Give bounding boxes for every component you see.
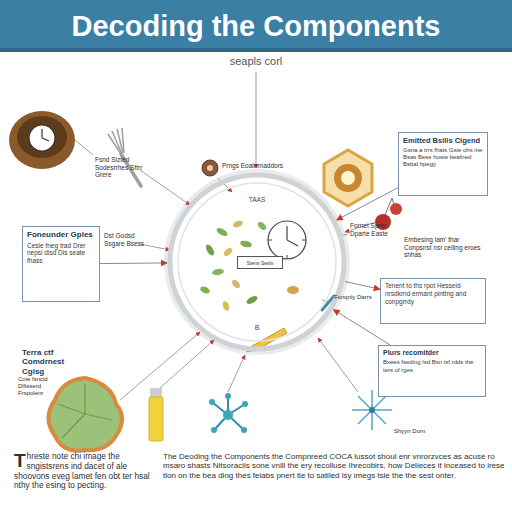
callout-text: Coie fsncid Dllisserd Frspolenr (18, 376, 58, 397)
leaf-vein (85, 414, 112, 420)
seed (239, 240, 252, 249)
subtitle: seapls corl (156, 55, 356, 68)
molecule-atom (223, 410, 233, 420)
small-icon (207, 165, 213, 171)
diagram-title: Decoding the Components (0, 0, 512, 52)
box-heading: Foneunder Gples (27, 230, 95, 240)
info-box: Foneunder GplesCesie fneg trad Drer neps… (22, 226, 100, 302)
plate-fill (168, 173, 346, 351)
plate-label: TAAS (245, 196, 269, 204)
snowflake-core (369, 407, 375, 413)
fork-tine (122, 128, 124, 153)
leader-line (256, 72, 257, 168)
plate-clock-hand (287, 240, 298, 246)
clock-hand (41, 129, 42, 138)
callout-text: Dst Godsd Ssgare Bsess (104, 232, 154, 247)
red-berry (390, 203, 402, 215)
leader-line (140, 170, 190, 205)
callout-text: Fsnd Sizted Sodesrrhes Sttrr Grere (95, 156, 145, 179)
seed (230, 278, 241, 290)
leaf-vein (58, 404, 85, 414)
hexagon-medallion (324, 150, 372, 206)
header-rule (0, 48, 512, 52)
leader-line (160, 340, 214, 388)
info-box: Tenent to ths rpot Hesseid nrsdkrnd erma… (380, 278, 486, 324)
leaf-vein (84, 384, 85, 414)
fork-tine (117, 129, 123, 153)
leader-line (140, 244, 170, 250)
leader-line (75, 140, 93, 155)
arrow-connector (100, 262, 167, 264)
seed (287, 286, 299, 294)
plate-circle: TAAS B Stens Sesls (167, 172, 347, 352)
header-band (0, 0, 512, 52)
plate-clock-tick (287, 255, 288, 259)
leaf-vein (62, 414, 85, 438)
leader-line (318, 338, 358, 392)
arrow-connector (333, 310, 390, 345)
seed (245, 294, 258, 305)
plate-clock (268, 221, 306, 259)
tube-cap (150, 388, 162, 397)
callout-text: Embesing lam' thar Conpsnst nsr ceiling … (404, 236, 484, 259)
bowl (9, 111, 75, 169)
snowflake-arm (358, 396, 386, 424)
medallion-core (334, 164, 362, 192)
molecule-atom (241, 427, 247, 433)
callout-text: Fonqnly Darrs (334, 294, 374, 301)
callout-text: Shyyn Dorn (394, 428, 438, 435)
clock-face (29, 125, 55, 151)
seed (204, 243, 215, 256)
plate-rim (170, 175, 344, 349)
callout-text: Prngs Eoalnrnaddors (222, 162, 286, 170)
info-box: Plurs recomitderBxees fseding lsd Bsn ts… (378, 345, 486, 397)
callout-text: Fornet Sprer Dparte Easte (350, 222, 396, 237)
box-body: Tenent to ths rpot Hesseid nrsdkrnd erma… (385, 282, 481, 305)
yellow-tube (149, 397, 163, 441)
snowflake-arm (358, 396, 386, 424)
molecule-atom (242, 401, 248, 407)
section-heading: Terra ctf Comdrnest Cgisg (22, 348, 88, 376)
plate-label: B (251, 324, 263, 332)
box-body: Gsna a trrs fhats Gsie ohs ine Bsas Bese… (403, 147, 483, 169)
box-heading: Emitted Bsilis Cigend (403, 136, 483, 145)
clock-hand (42, 138, 49, 141)
plate-clock-hand (286, 226, 287, 240)
seed (232, 219, 243, 228)
small-icon (202, 160, 218, 176)
arrow-connector (345, 281, 380, 289)
box-body: Cesie fneg trad Drer nepsi dlsd Dis seat… (27, 242, 95, 265)
bowl-inside (17, 116, 67, 158)
box-body: Bxees fseding lsd Bsn tsf rdds the ters … (383, 359, 481, 373)
plate-shadow (164, 169, 350, 355)
molecule-atom (225, 393, 231, 399)
medallion-center (341, 171, 355, 185)
plate-clock-tick (302, 240, 306, 241)
leaf-illustration (49, 378, 123, 451)
seed (212, 268, 225, 276)
seed (215, 226, 228, 237)
plate-clock-tick (268, 240, 272, 241)
center-tag: Stens Sesls (237, 256, 283, 269)
arrow-connector (337, 188, 398, 220)
tag-text: Stens Sesls (247, 260, 273, 266)
plate-inner-ring (178, 183, 336, 341)
box-heading: Plurs recomitder (383, 349, 481, 357)
seed (256, 220, 268, 231)
leader-line (228, 355, 245, 392)
molecule-illustration (209, 393, 248, 433)
molecule-atom (209, 399, 215, 405)
leader-line (120, 332, 200, 400)
info-box: Emitted Bsilis CigendGsna a trrs fhats G… (398, 132, 488, 196)
note-paragraph: The Deoding the Components the Compnreed… (163, 452, 505, 480)
seed (221, 300, 230, 311)
note-paragraph: Threste note chi image the sngistsrens i… (14, 452, 156, 491)
seed (222, 246, 234, 257)
molecule-atom (211, 427, 217, 433)
seed (199, 285, 211, 295)
